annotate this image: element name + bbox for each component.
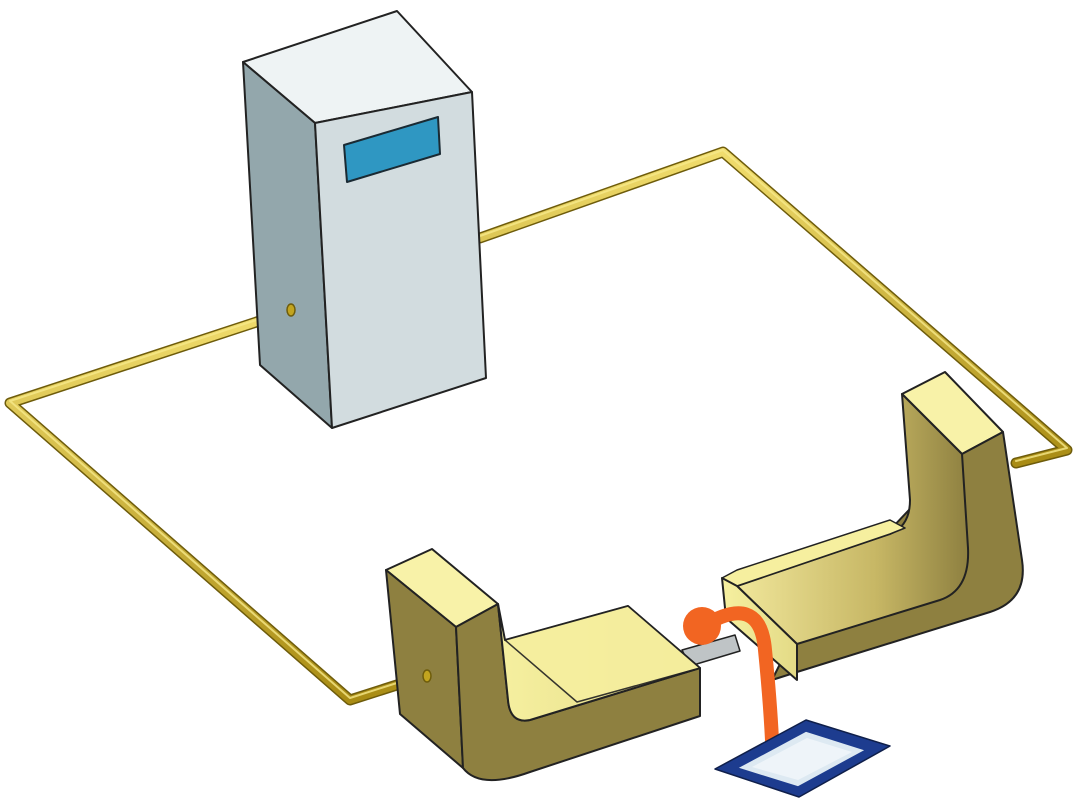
- right-u-core: [721, 371, 1024, 681]
- power-supply-cabinet: [242, 10, 487, 429]
- sensor-pad: [714, 719, 891, 798]
- cable-port-right: [422, 669, 432, 683]
- sensor-probe: [683, 606, 779, 747]
- conductor-loop: [4, 146, 1073, 706]
- cabinet-display-window: [343, 116, 441, 183]
- right-core-inner-curve: [736, 393, 970, 645]
- left-u-core: [385, 548, 701, 782]
- probe-cable: [693, 606, 779, 747]
- cable-left-segment: [4, 304, 431, 706]
- left-core-leg-top: [504, 605, 701, 703]
- cable-right-segment: [474, 146, 1073, 469]
- probe-head: [683, 607, 721, 645]
- pad-inner-highlight: [752, 738, 852, 780]
- cable-port-left: [286, 303, 296, 317]
